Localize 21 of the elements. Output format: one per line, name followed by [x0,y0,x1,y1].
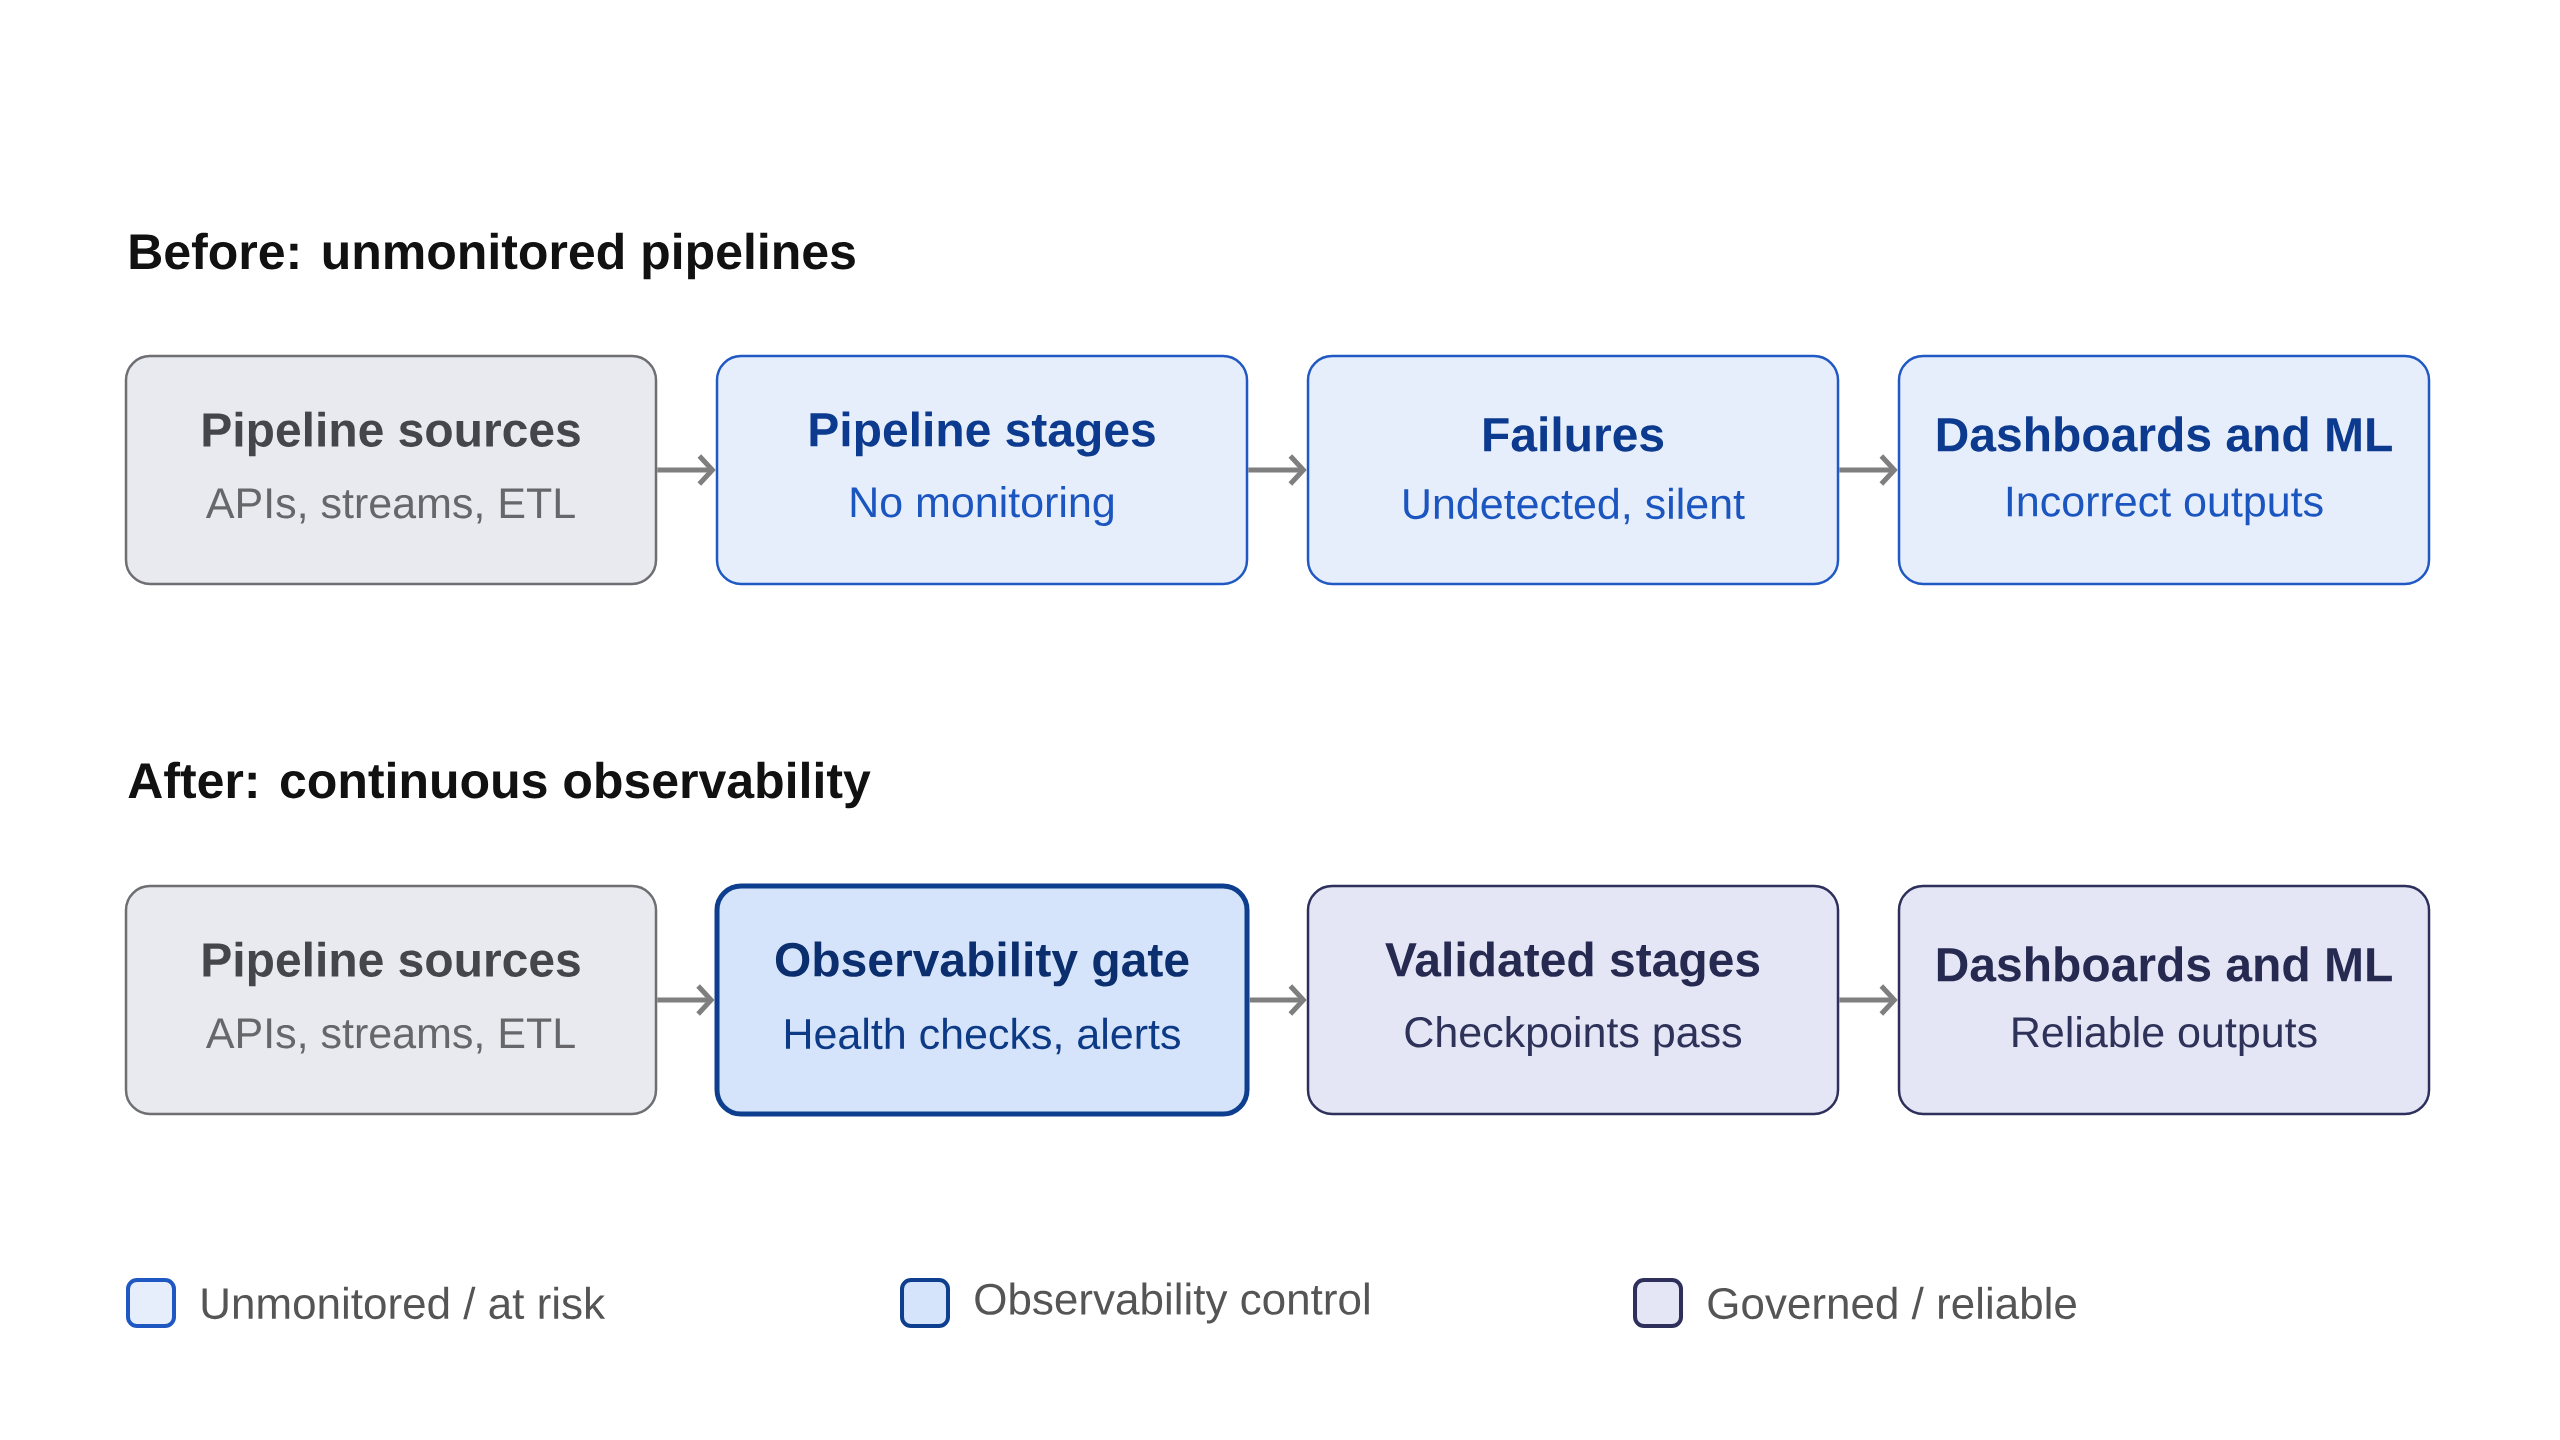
box-title: Observability gate [775,941,1189,987]
box-title: Pipeline sources [203,411,580,457]
box-subtitle: Incorrect outputs [2007,486,2323,526]
box-title: Pipeline stages [810,411,1155,457]
legend-label: Unmonitored / at risk [202,1286,606,1320]
box-subtitle: APIs, streams, ETL [205,1018,575,1054]
legend-label: Observability control [975,1282,1369,1324]
box-title: Dashboards and ML [1937,416,2392,452]
box-subtitle: Health checks, alerts [786,1017,1180,1055]
box-title: Validated stages [1385,941,1760,987]
box-title: Pipeline sources [203,941,580,987]
box-subtitle: Undetected, silent [1404,487,1745,525]
legend-label: Governed / reliable [1708,1286,2076,1320]
box-subtitle: APIs, streams, ETL [205,488,575,524]
box-subtitle: No monitoring [851,485,1113,527]
box-subtitle: Reliable outputs [2013,1015,2317,1057]
box-title: Dashboards and ML [1937,946,2392,982]
section-heading: After: continuous observability [128,761,871,809]
section-heading: Before: unmonitored pipelines [130,232,855,280]
box-subtitle: Checkpoints pass [1405,1015,1742,1057]
box-title: Failures [1484,416,1664,452]
